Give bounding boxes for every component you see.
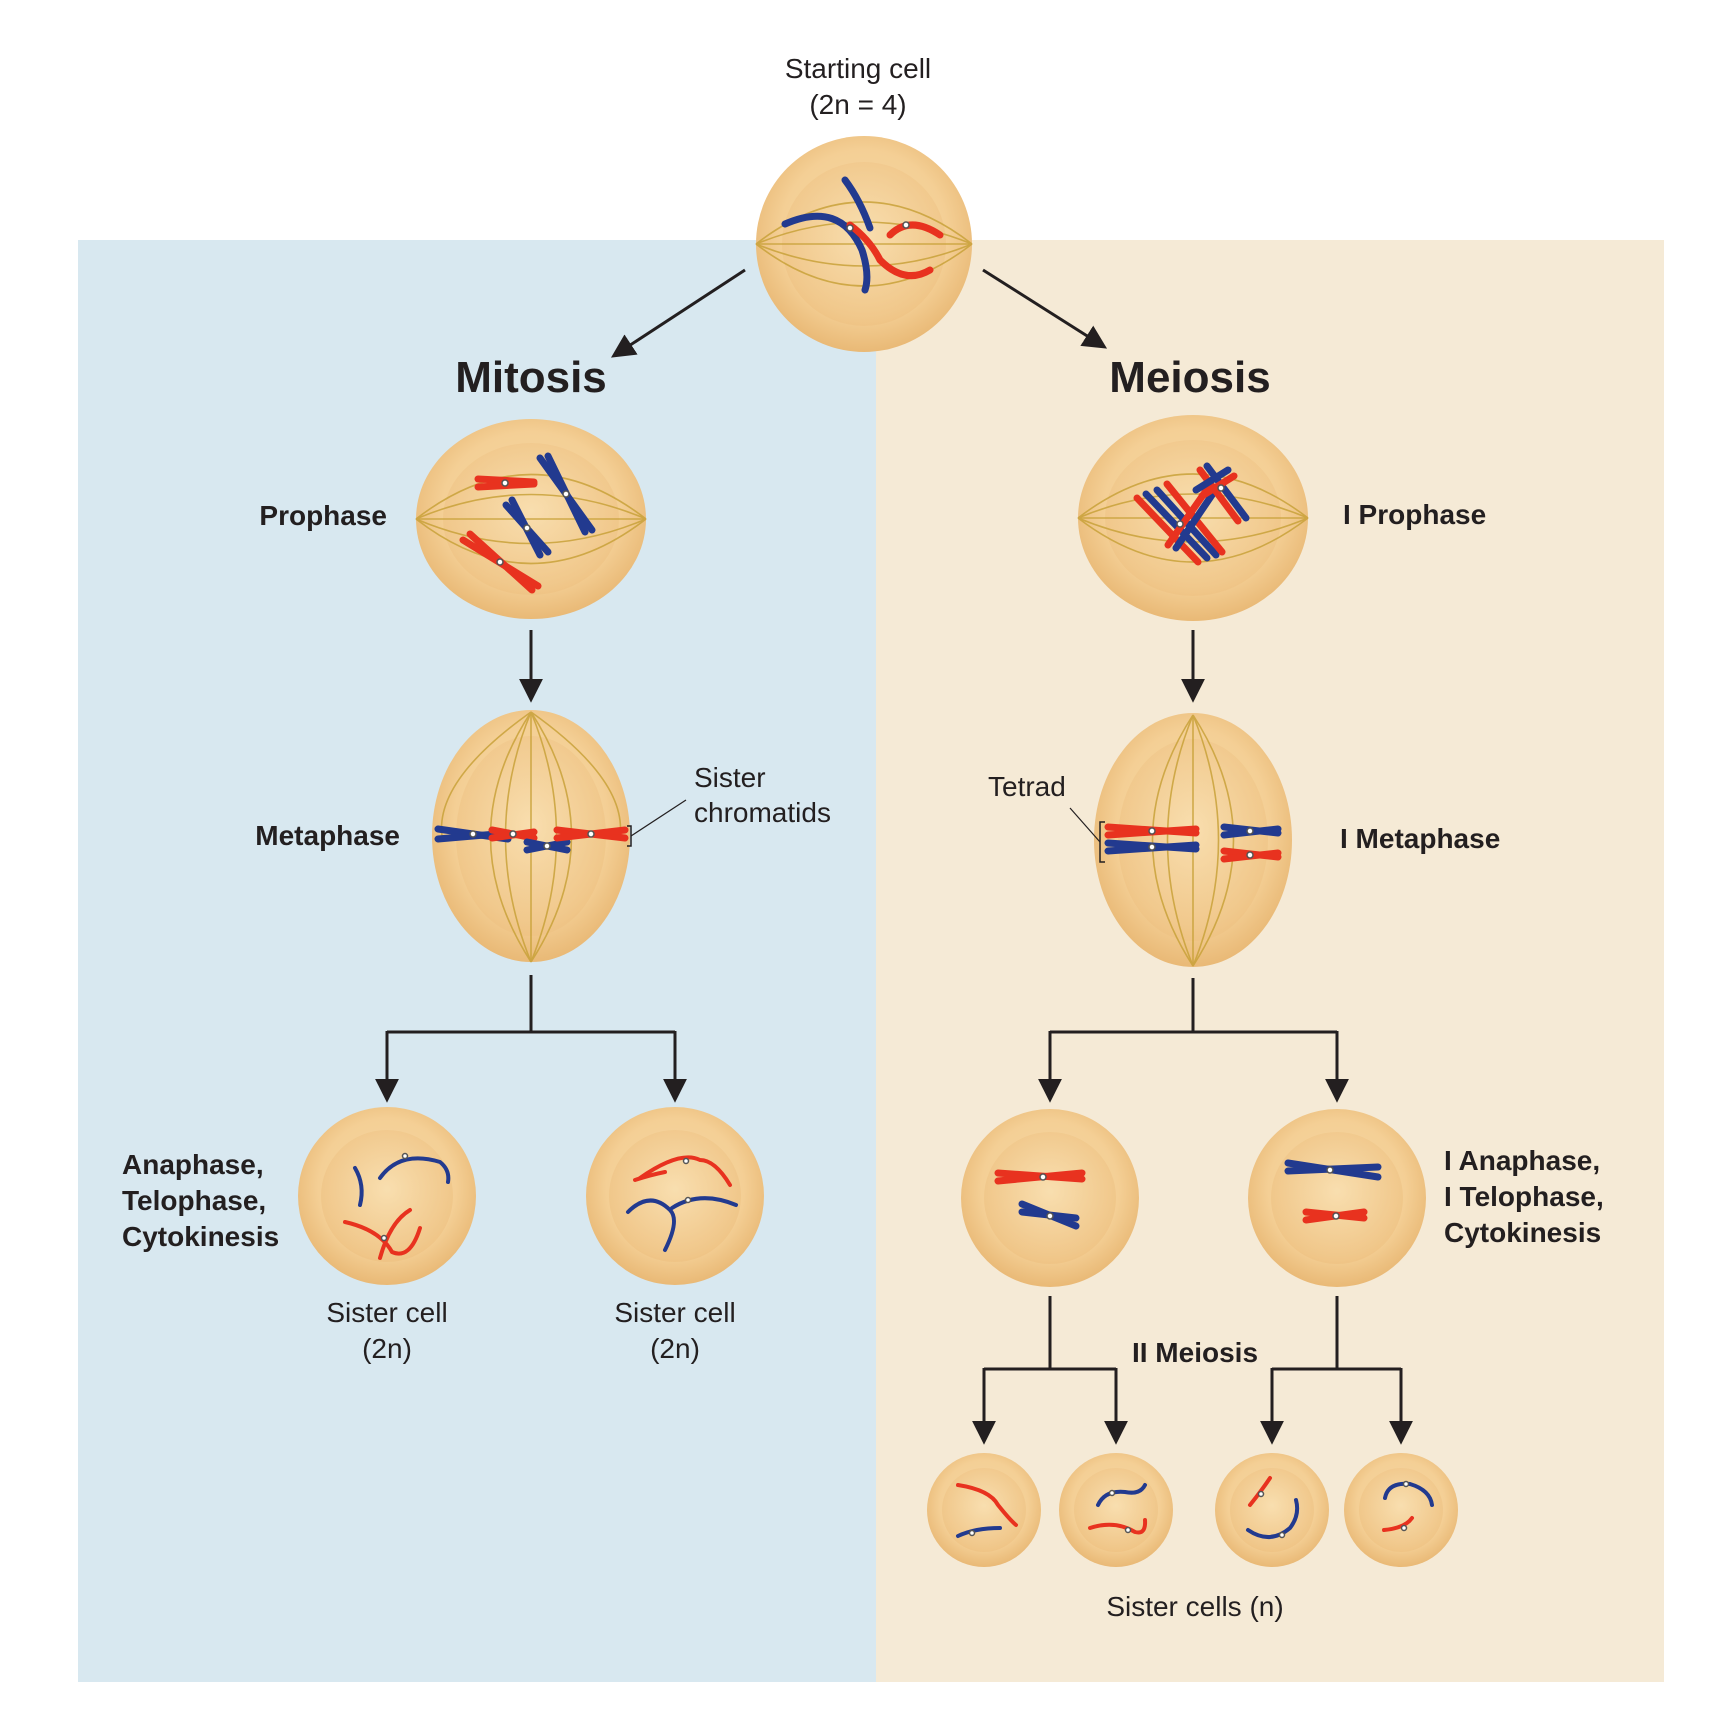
mitosis-daughter-cell-right [586, 1107, 764, 1285]
haploid-sister-cells-label: Sister cells (n) [1106, 1591, 1283, 1622]
haploid-cell-2 [1059, 1453, 1173, 1567]
haploid-cell-3 [1215, 1453, 1329, 1567]
meiosis-one-daughter-left [961, 1109, 1139, 1287]
mitosis-metaphase-label: Metaphase [255, 820, 400, 851]
meiosis-heading: Meiosis [1109, 353, 1270, 402]
sister-chromatids-label-line2: chromatids [694, 797, 831, 828]
haploid-cell-4 [1344, 1453, 1458, 1567]
mitosis-split-arrows [375, 975, 687, 1103]
sister-cell-right-ploidy: (2n) [650, 1333, 700, 1364]
meiosis-stage-one-end-line3: Cytokinesis [1444, 1217, 1601, 1248]
mitosis-final-stage-line1: Anaphase, [122, 1149, 264, 1180]
arrow-to-mitosis [610, 268, 746, 358]
mitosis-heading: Mitosis [455, 353, 607, 402]
meiosis-metaphase-label: I Metaphase [1340, 823, 1500, 854]
haploid-cell-1 [927, 1453, 1041, 1567]
tetrad-label: Tetrad [988, 771, 1066, 802]
mitosis-final-stage-line2: Telophase, [122, 1185, 266, 1216]
meiosis-one-split-arrows [1038, 978, 1349, 1103]
meiosis-two-label: II Meiosis [1132, 1337, 1258, 1368]
sister-chromatids-label-line1: Sister [694, 762, 766, 793]
sister-cell-right-label: Sister cell [614, 1297, 735, 1328]
starting-cell-ploidy: (2n = 4) [809, 89, 906, 120]
mitosis-prophase-label: Prophase [259, 500, 387, 531]
arrow-to-meiosis [982, 268, 1108, 349]
starting-cell-label: Starting cell [785, 53, 931, 84]
meiosis-prophase-cell [1077, 415, 1309, 621]
mitosis-final-stage-line3: Cytokinesis [122, 1221, 279, 1252]
mitosis-prophase-cell [415, 419, 647, 619]
meiosis-prophase-label: I Prophase [1343, 499, 1486, 530]
mitosis-daughter-cell-left [298, 1107, 476, 1285]
meiosis-one-daughter-right [1248, 1109, 1426, 1287]
meiosis-two-split-arrows [972, 1296, 1413, 1445]
meiosis-metaphase-cell [1069, 713, 1292, 967]
starting-cell [755, 136, 973, 352]
sister-cell-left-label: Sister cell [326, 1297, 447, 1328]
mitosis-metaphase-cell [432, 710, 687, 963]
meiosis-stage-one-end-line2: I Telophase, [1444, 1181, 1604, 1212]
sister-cell-left-ploidy: (2n) [362, 1333, 412, 1364]
meiosis-stage-one-end-line1: I Anaphase, [1444, 1145, 1600, 1176]
